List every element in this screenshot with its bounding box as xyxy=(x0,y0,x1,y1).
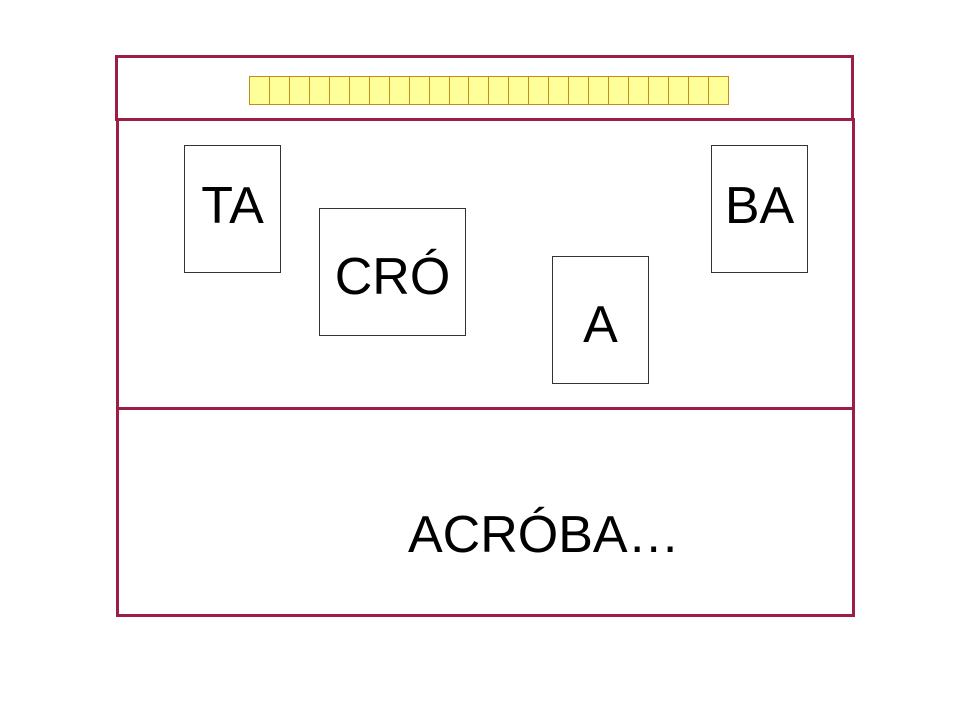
syllable-card-label: BA xyxy=(724,177,795,235)
progress-segment xyxy=(430,77,450,104)
syllable-card-ta[interactable]: TA xyxy=(184,145,281,273)
progress-segment xyxy=(290,77,310,104)
syllable-card-a[interactable]: A xyxy=(552,256,649,384)
progress-segment xyxy=(370,77,390,104)
progress-segment xyxy=(529,77,550,104)
progress-segment xyxy=(649,77,670,104)
answer-panel xyxy=(116,407,855,617)
syllable-card-label: CRÓ xyxy=(334,248,451,306)
progress-segment xyxy=(390,77,410,104)
progress-segment xyxy=(330,77,350,104)
progress-segment xyxy=(589,77,610,104)
progress-segment xyxy=(469,77,490,104)
progress-segment xyxy=(250,77,270,104)
syllable-card-label: A xyxy=(583,296,618,354)
syllable-card-label: TA xyxy=(201,177,264,235)
progress-segment xyxy=(629,77,650,104)
progress-segment xyxy=(489,77,510,104)
progress-segment xyxy=(350,77,370,104)
progress-segment xyxy=(689,77,709,104)
progress-segment xyxy=(509,77,530,104)
progress-segment xyxy=(609,77,630,104)
progress-segment xyxy=(310,77,330,104)
progress-segment xyxy=(709,77,728,104)
progress-segment xyxy=(410,77,430,104)
progress-segment xyxy=(549,77,570,104)
syllable-card-ba[interactable]: BA xyxy=(711,145,808,273)
progress-segment xyxy=(569,77,590,104)
answer-word: ACRÓBA… xyxy=(408,506,680,564)
progress-segment xyxy=(450,77,470,104)
progress-segment xyxy=(270,77,290,104)
progress-segment xyxy=(669,77,689,104)
syllable-card-cro[interactable]: CRÓ xyxy=(319,208,466,336)
progress-bar xyxy=(249,76,729,105)
